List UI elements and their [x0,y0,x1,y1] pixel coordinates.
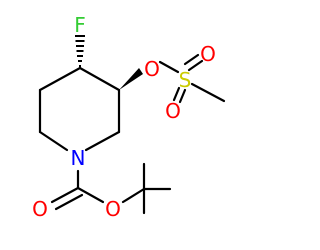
bond-c-o-carbonyl-a [50,186,80,204]
atom-o-ester: O [105,197,121,221]
atom-s: S [179,68,192,92]
bond-c-o-ester [76,186,105,204]
bond-s-o-upper-b [187,59,204,72]
atom-o-sulfonyl-upper: O [200,42,216,66]
bond-c3-c4 [78,66,121,92]
atom-o-sulfonyl-lower: O [165,99,181,123]
atom-n: N [71,146,86,170]
bond-s-o-upper-a [183,53,200,66]
bond-n-c2 [84,130,121,152]
bond-c6-n [38,130,69,152]
bond-o-c-tert [121,187,146,204]
hashed-wedge-c4-f [75,35,85,67]
bond-s-o-lower-b [178,88,187,104]
bond-c-o-carbonyl-b [54,193,84,211]
bond-c4-c5 [38,66,82,92]
atom-f: F [74,13,86,37]
bond-layer [38,35,226,215]
bond-s-ch3 [190,82,226,103]
bond-s-o-lower-a [172,86,181,102]
atom-o-carbonyl: O [32,197,48,221]
atom-labels: F O S O O N O O [32,13,216,221]
chemical-structure: F O S O O N O O [32,13,226,221]
bond-o-s [158,60,180,74]
atom-o-mesylate: O [144,57,160,81]
solid-wedge-c3-o [119,68,143,90]
